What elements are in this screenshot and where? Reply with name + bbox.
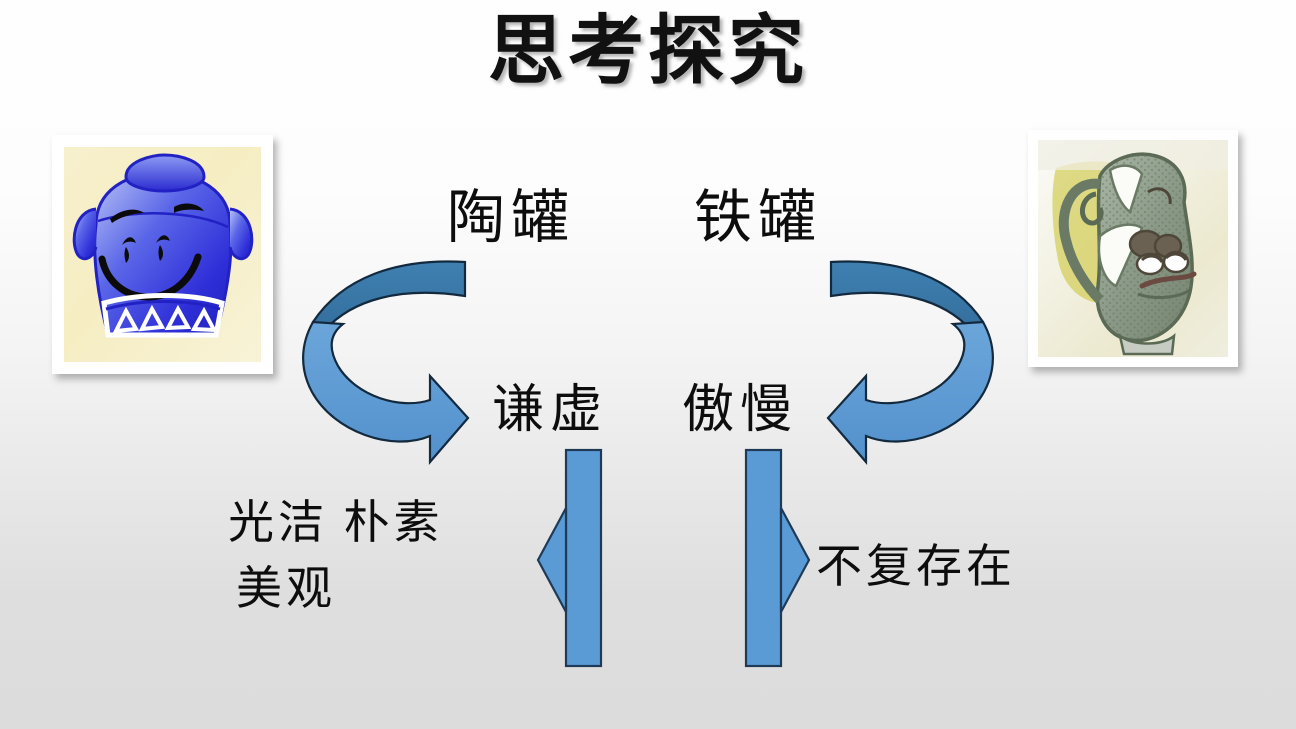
clay-jar-image-frame [52,135,273,374]
curved-arrow-clay-to-humble [302,260,470,465]
label-clay-traits-line1: 光洁 朴素 [228,497,444,548]
label-iron-jar: 铁罐 [694,185,823,250]
clay-jar-illustration [72,153,254,338]
label-clay-traits: 光洁 朴素 美观 [228,490,444,622]
clay-jar-image [64,147,261,362]
label-iron-fate: 不复存在 [816,541,1016,592]
iron-jar-image-frame [1028,130,1238,367]
label-humble: 谦虚 [492,382,609,439]
iron-jar-image [1038,140,1228,357]
label-clay-traits-line2: 美观 [236,563,336,614]
bar-arrow-arrogant-to-fate [744,448,811,668]
curved-arrow-iron-to-arrogant [826,260,994,465]
page-title: 思考探究 [488,10,808,94]
bar-arrow-humble-to-traits [536,448,603,668]
iron-jar-illustration [1038,140,1228,356]
label-arrogant: 傲慢 [682,382,799,439]
label-clay-jar: 陶罐 [447,185,576,250]
